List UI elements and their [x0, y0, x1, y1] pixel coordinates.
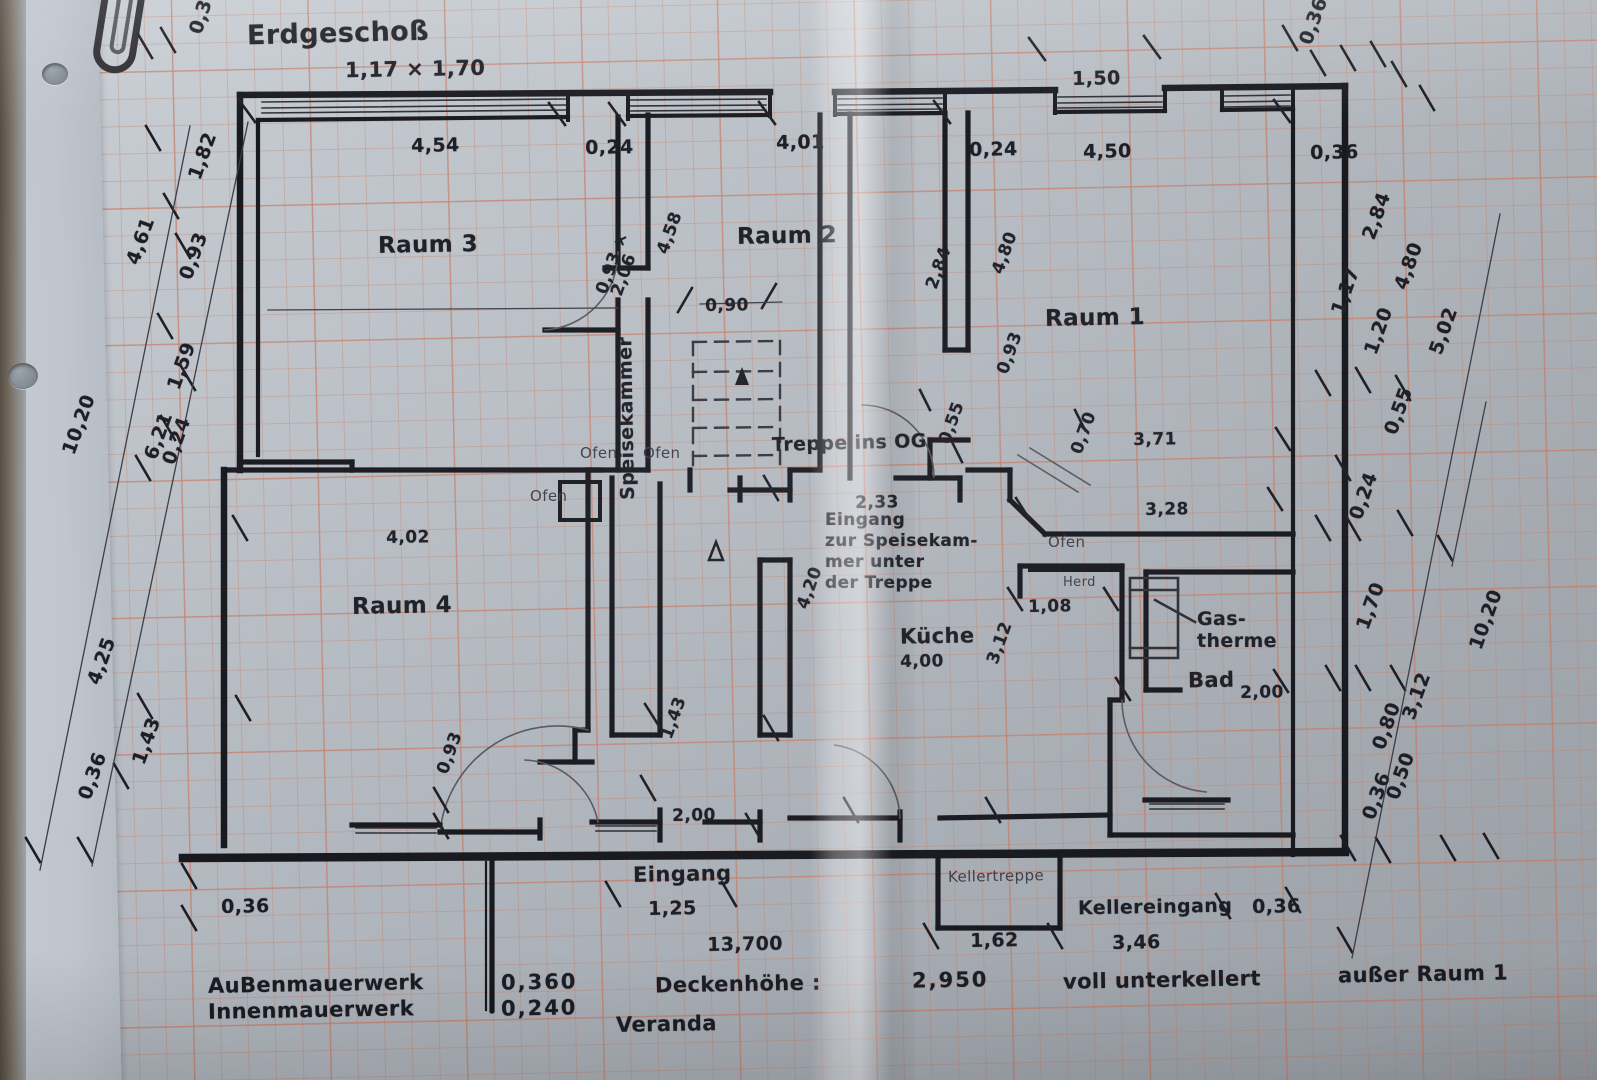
label-eingang-speisekammer-3: mer unter	[825, 552, 925, 572]
dimension-bottom-0: 0,36	[221, 895, 270, 918]
dimension-inner-12: 1,08	[1028, 596, 1072, 617]
label-ofen-3: Ofen	[530, 487, 568, 505]
label-veranda: Veranda	[615, 1011, 718, 1037]
label-eingang: Eingang	[632, 861, 732, 887]
label-gastherme-1: Gas-	[1197, 608, 1247, 630]
room-label-raum3: Raum 3	[377, 231, 479, 259]
legend-row-0-value: 0,360	[500, 969, 578, 995]
label-eingang-speisekammer-2: zur Speisekam-	[825, 531, 978, 551]
dimension-top-1: 0,24	[585, 136, 634, 159]
room-label-raum1: Raum 1	[1044, 304, 1146, 332]
room-label-raum2: Raum 2	[736, 222, 838, 250]
photo-edge-shadow	[0, 0, 26, 1080]
dimension-inner-3: 0,90	[705, 295, 749, 316]
dimension-bottom-4: 3,46	[1112, 931, 1161, 954]
label-treppe-ins-og: Treppe ins OG	[771, 429, 928, 457]
dimension-inner-9: 3,71	[1133, 429, 1177, 450]
label-gastherme-2: therme	[1197, 630, 1277, 652]
punch-hole-top	[42, 63, 68, 85]
legend-ceiling-label: Deckenhöhe :	[654, 970, 821, 998]
dimension-bottom-5: 0,36	[1252, 895, 1301, 918]
title-dimension: 1,17 × 1,70	[344, 55, 486, 83]
label-eingang-speisekammer-1: Eingang	[825, 510, 906, 530]
room-label-raum4: Raum 4	[351, 592, 453, 620]
label-eingang-speisekammer-4: der Treppe	[825, 573, 933, 593]
room-label-kueche: Küche	[899, 623, 975, 649]
legend-basement-exception: außer Raum 1	[1337, 960, 1509, 988]
dimension-bottom-2: 13,700	[707, 932, 784, 956]
paper-clip-icon	[93, 0, 149, 74]
dimension-top-5: 1,50	[1072, 67, 1121, 90]
dimension-bottom-1: 1,25	[648, 897, 697, 920]
page-title: Erdgeschoß	[246, 15, 430, 52]
legend-row-1-label: Innenmauerwerk	[207, 996, 415, 1024]
dimension-top-2: 4,01	[776, 131, 825, 154]
legend-row-0-label: AuBenmauerwerk	[207, 970, 424, 998]
dimension-top-0: 4,54	[411, 134, 460, 157]
room-label-speisekammer: Speisekammer	[614, 336, 639, 500]
label-kellertreppe: Kellertreppe	[947, 866, 1045, 886]
dimension-inner-20: 2,00	[672, 805, 716, 826]
dimension-inner-15: 2,00	[1240, 682, 1284, 703]
dimension-top-6: 0,36	[1310, 141, 1359, 164]
legend-ceiling-value: 2,950	[911, 967, 989, 993]
dimension-inner-10: 3,28	[1145, 499, 1189, 520]
label-ofen-1: Ofen	[580, 444, 618, 462]
legend-basement-note: voll unterkellert	[1062, 966, 1262, 994]
dimension-bottom-3: 1,62	[970, 929, 1019, 952]
dimension-inner-11: 2,33	[855, 492, 899, 513]
legend-row-1-value: 0,240	[500, 995, 578, 1021]
dimension-inner-13: 4,00	[900, 651, 944, 672]
label-kellereingang: Kellereingang	[1077, 894, 1233, 920]
label-ofen-4: Ofen	[1048, 533, 1086, 551]
punch-hole-bottom	[8, 363, 38, 389]
dimension-inner-16: 4,02	[386, 527, 430, 548]
dimension-top-3: 0,24	[969, 138, 1018, 161]
label-ofen-2: Ofen	[643, 444, 681, 462]
label-herd: Herd	[1063, 575, 1096, 590]
dimension-top-4: 4,50	[1083, 140, 1132, 163]
room-label-bad: Bad	[1187, 667, 1235, 693]
